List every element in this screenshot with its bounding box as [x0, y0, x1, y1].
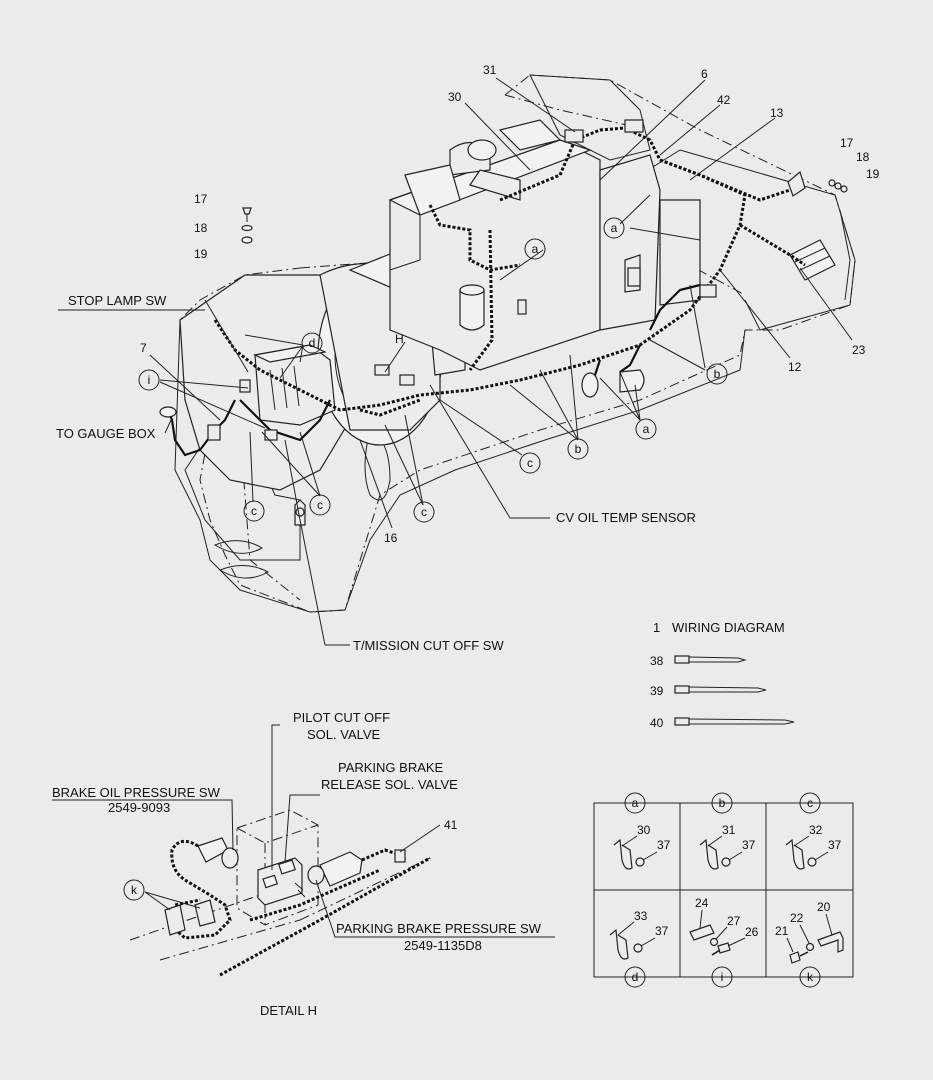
wiring-harness — [166, 126, 806, 457]
svg-text:40: 40 — [650, 716, 664, 730]
svg-text:c: c — [251, 504, 257, 518]
callout-19-right: 19 — [866, 167, 880, 181]
legend-cell-b: b 31 37 — [699, 792, 756, 870]
svg-text:c: c — [317, 498, 323, 512]
svg-text:d: d — [309, 336, 316, 350]
cable-ties: 38 39 40 — [650, 654, 795, 730]
svg-text:31: 31 — [722, 823, 736, 837]
legend-cell-i: i 24 27 26 — [689, 896, 759, 988]
parking-brake-pressure-sw-part-number: 2549-1135D8 — [404, 938, 482, 953]
circle-c-4: c — [243, 500, 265, 522]
circle-i-1: i — [138, 369, 160, 391]
tmission-cut-off-sw-label: T/MISSION CUT OFF SW — [353, 638, 504, 653]
svg-text:33: 33 — [634, 909, 648, 923]
svg-text:20: 20 — [817, 900, 831, 914]
legend-cell-k: k 22 20 21 — [775, 900, 844, 988]
callout-17-left: 17 — [194, 192, 208, 206]
wiring-diagram-reference: 1 WIRING DIAGRAM — [653, 620, 785, 635]
svg-text:d: d — [632, 970, 639, 984]
legend-cell-d: d 33 37 — [609, 909, 669, 988]
svg-text:37: 37 — [828, 838, 842, 852]
brake-oil-pressure-sw-label: BRAKE OIL PRESSURE SW — [52, 785, 221, 800]
legend-cell-a: a 30 37 — [613, 792, 671, 870]
svg-text:37: 37 — [655, 924, 669, 938]
svg-text:30: 30 — [637, 823, 651, 837]
callout-6: 6 — [701, 67, 708, 81]
clamp-legend-table: a 30 37 b 31 37 c 32 37 — [593, 792, 854, 988]
pilot-cut-off-label-2: SOL. VALVE — [307, 727, 381, 742]
stop-lamp-sw-label: STOP LAMP SW — [68, 293, 167, 308]
callout-7: 7 — [140, 341, 147, 355]
callout-13: 13 — [770, 106, 784, 120]
svg-text:k: k — [807, 970, 814, 984]
legend-cell-c: c 32 37 — [785, 792, 842, 870]
brake-oil-pressure-sw-part-number: 2549-9093 — [108, 800, 170, 815]
cable-tie-40: 40 — [650, 716, 795, 730]
circle-d-1: d — [301, 332, 323, 354]
callout-18-right: 18 — [856, 150, 870, 164]
svg-text:b: b — [714, 367, 721, 381]
parking-brake-pressure-sw-label: PARKING BRAKE PRESSURE SW — [336, 921, 542, 936]
circle-c-3: c — [309, 494, 331, 516]
svg-text:39: 39 — [650, 684, 664, 698]
svg-text:37: 37 — [657, 838, 671, 852]
callout-12: 12 — [788, 360, 802, 374]
callout-42: 42 — [717, 93, 731, 107]
svg-text:a: a — [643, 422, 650, 436]
main-view-callouts: 31 30 6 42 13 17 18 19 17 18 19 7 12 23 … — [56, 63, 880, 653]
svg-text:b: b — [719, 796, 726, 810]
cv-oil-temp-sensor-label: CV OIL TEMP SENSOR — [556, 510, 696, 525]
svg-text:a: a — [632, 796, 639, 810]
detail-h-title: DETAIL H — [260, 1003, 317, 1018]
callout-41: 41 — [444, 818, 458, 832]
circle-c-2: c — [413, 501, 435, 523]
callout-H: H — [395, 332, 404, 346]
leader-lines — [58, 77, 853, 646]
callout-19-left: 19 — [194, 247, 208, 261]
callout-17-right: 17 — [840, 136, 854, 150]
circle-a-3: a — [635, 418, 657, 440]
circle-k-detail: k — [123, 879, 145, 901]
callout-23: 23 — [852, 343, 866, 357]
circle-b-1: b — [706, 363, 728, 385]
svg-text:i: i — [148, 373, 151, 387]
to-gauge-box-label: TO GAUGE BOX — [56, 426, 156, 441]
parking-brake-release-label-2: RELEASE SOL. VALVE — [321, 777, 458, 792]
svg-text:32: 32 — [809, 823, 823, 837]
svg-text:b: b — [575, 442, 582, 456]
svg-text:a: a — [532, 242, 539, 256]
parking-brake-release-label-1: PARKING BRAKE — [338, 760, 444, 775]
svg-text:k: k — [131, 883, 138, 897]
wiring-diagram-number: 1 — [653, 620, 660, 635]
cable-tie-38: 38 — [650, 654, 747, 668]
callout-18-left: 18 — [194, 221, 208, 235]
wiring-diagram-label: WIRING DIAGRAM — [672, 620, 785, 635]
circle-a-2: a — [603, 217, 625, 239]
svg-text:27: 27 — [727, 914, 741, 928]
svg-text:i: i — [721, 970, 724, 984]
pilot-cut-off-label-1: PILOT CUT OFF — [293, 710, 390, 725]
circle-a-1: a — [524, 238, 546, 260]
svg-text:a: a — [611, 221, 618, 235]
engine-block — [388, 119, 701, 371]
svg-text:c: c — [527, 456, 533, 470]
svg-text:21: 21 — [775, 924, 789, 938]
svg-text:26: 26 — [745, 925, 759, 939]
detail-h: PILOT CUT OFF SOL. VALVE PARKING BRAKE R… — [52, 710, 555, 1018]
svg-text:22: 22 — [790, 911, 804, 925]
svg-text:c: c — [421, 505, 427, 519]
svg-text:37: 37 — [742, 838, 756, 852]
svg-text:c: c — [807, 796, 813, 810]
cable-tie-39: 39 — [650, 684, 767, 698]
callout-30: 30 — [448, 90, 462, 104]
svg-text:24: 24 — [695, 896, 709, 910]
main-view-letter-circles: a a a b b c c c c d i — [138, 217, 728, 523]
circle-c-1: c — [519, 452, 541, 474]
circle-b-2: b — [567, 438, 589, 460]
svg-text:38: 38 — [650, 654, 664, 668]
callout-16: 16 — [384, 531, 398, 545]
callout-31: 31 — [483, 63, 497, 77]
